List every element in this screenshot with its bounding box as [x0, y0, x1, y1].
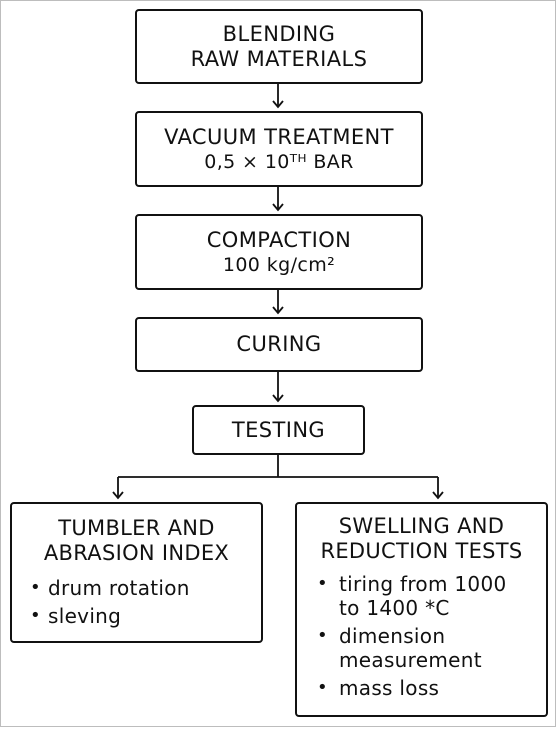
step-vacuum-treatment: VACUUM TREATMENT 0,5 × 10ᵀᴴ BAR [135, 111, 423, 187]
swelling-reduction-box: SWELLING AND REDUCTION TESTS • tiring fr… [295, 502, 548, 717]
swelling-item-3-line1: mass loss [339, 676, 440, 700]
step-vacuum-line1: VACUUM TREATMENT [164, 124, 394, 149]
list-item: • sleving [30, 604, 261, 628]
step-vacuum-line2: 0,5 × 10ᵀᴴ BAR [204, 150, 354, 173]
bullet-icon: • [317, 573, 328, 594]
bullet-icon: • [317, 625, 328, 646]
swelling-item-1-line2: to 1400 *C [339, 596, 450, 620]
arrowhead-3-4 [272, 306, 284, 315]
swelling-title-line2: REDUCTION TESTS [320, 539, 523, 563]
swelling-item-list: • tiring from 1000 to 1400 *C • dimensio… [317, 572, 546, 700]
list-item: • tiring from 1000 to 1400 *C [317, 572, 546, 620]
step-blending-line2: RAW MATERIALS [190, 46, 368, 71]
arrowhead-left [112, 491, 124, 500]
step-curing: CURING [135, 317, 423, 372]
bullet-icon: • [30, 577, 41, 598]
arrowhead-2-3 [272, 203, 284, 212]
step-testing-label: TESTING [231, 417, 326, 442]
swelling-item-2-line1: dimension [339, 624, 446, 648]
step-blending: BLENDING RAW MATERIALS [135, 9, 423, 84]
tumbler-title-line1: TUMBLER AND [58, 516, 215, 540]
list-item: • drum rotation [30, 576, 261, 600]
bullet-icon: • [30, 605, 41, 626]
swelling-title-line1: SWELLING AND [338, 514, 505, 538]
tumbler-item-list: • drum rotation • sleving [30, 576, 261, 628]
list-item: • dimension measurement [317, 624, 546, 672]
swelling-title: SWELLING AND REDUCTION TESTS [297, 514, 546, 564]
step-curing-label: CURING [236, 332, 322, 356]
swelling-item-1-line1: tiring from 1000 [339, 572, 507, 596]
tumbler-item-2: sleving [48, 604, 122, 628]
swelling-item-2-line2: measurement [339, 648, 482, 672]
tumbler-abrasion-box: TUMBLER AND ABRASION INDEX • drum rotati… [10, 502, 263, 643]
step-compaction-line1: COMPACTION [206, 227, 352, 252]
tumbler-item-1: drum rotation [48, 576, 190, 600]
bullet-icon: • [317, 677, 328, 698]
step-compaction-line2: 100 kg/cm² [222, 253, 336, 276]
arrowhead-4-5 [272, 394, 284, 403]
step-compaction: COMPACTION 100 kg/cm² [135, 214, 423, 290]
tumbler-title-line2: ABRASION INDEX [43, 541, 230, 565]
step-blending-line1: BLENDING [222, 21, 336, 46]
arrowhead-right [432, 491, 444, 500]
step-testing: TESTING [192, 405, 365, 455]
tumbler-title: TUMBLER AND ABRASION INDEX [12, 516, 261, 566]
arrowhead-1-2 [272, 100, 284, 109]
list-item: • mass loss [317, 676, 546, 700]
